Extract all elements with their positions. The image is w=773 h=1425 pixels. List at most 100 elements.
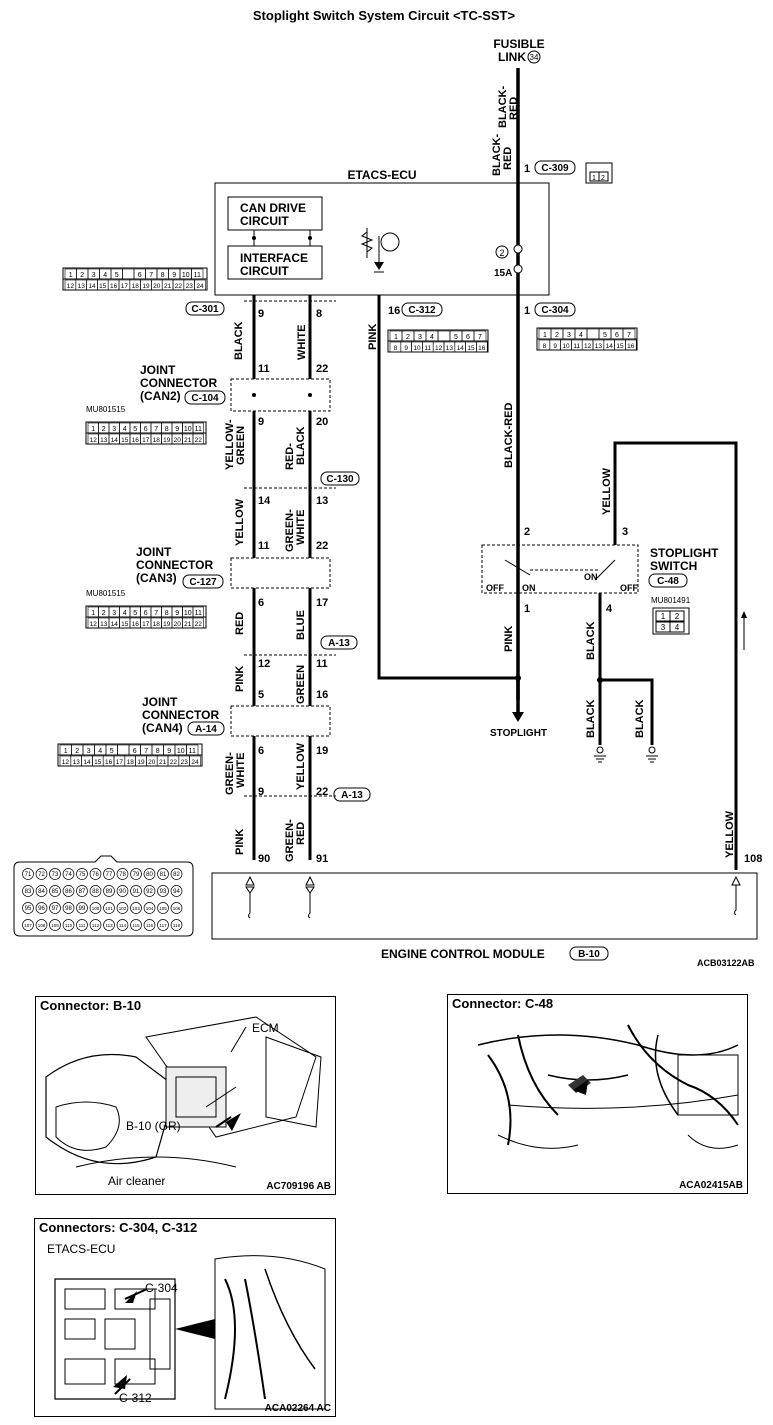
connector-pin-label: 6 <box>615 332 619 339</box>
joint-can2-label-2: CONNECTOR <box>140 376 217 390</box>
b10-pin-cell <box>76 919 88 931</box>
stoplight-label: STOPLIGHT <box>490 728 547 739</box>
c309-pin-1: 1 <box>592 175 596 182</box>
b10-pin-label: 94 <box>173 889 180 895</box>
connector-pin-label: 21 <box>184 437 192 444</box>
connector-pin-cell <box>622 328 636 340</box>
pin-9-b: 9 <box>258 416 264 428</box>
photo-c48-code: ACA02415AB <box>679 1180 743 1191</box>
interface-label: INTERFACE <box>240 251 308 265</box>
stoplight-switch-label: STOPLIGHT <box>650 546 719 560</box>
b10-pin-cell <box>157 902 169 914</box>
b10-pin-cell <box>157 885 169 897</box>
wire-label-red-c: RED <box>295 822 307 845</box>
connector-pin-label: 8 <box>156 748 160 755</box>
b10-pin-label: 77 <box>106 872 113 878</box>
connector-pin-label: 22 <box>170 759 178 766</box>
wire-label-green-white-b: GREEN- <box>224 752 236 795</box>
photo-c304-title: Connectors: C-304, C-312 <box>39 1220 198 1235</box>
b10-pin-label: 108 <box>38 923 46 928</box>
b10-tag-text: B-10 <box>578 949 600 960</box>
connector-pin-label: 13 <box>100 437 108 444</box>
fuse-number-circle <box>495 245 509 259</box>
b10-pin-label: 84 <box>38 889 45 895</box>
b10-pin-cell <box>143 885 156 897</box>
b10-pin-cell <box>116 902 129 914</box>
photo-b10-air-cleaner: Air cleaner <box>108 1174 166 1188</box>
connector-pin-label: 13 <box>73 759 81 766</box>
b10-pin-label: 92 <box>146 889 153 895</box>
b10-pin-cell <box>116 919 129 931</box>
b10-pin-cell <box>116 885 129 897</box>
connector-pin-label: 4 <box>123 426 127 433</box>
photo-c304-callout: C-304 <box>145 1281 178 1295</box>
pin-6-b: 6 <box>258 745 264 757</box>
wire-label-black-red-2: BLACK- <box>491 134 503 176</box>
connector-pin-label: 9 <box>167 748 171 755</box>
connector-pin-label: 2 <box>102 610 106 617</box>
connector-pin-label: 15 <box>99 283 107 290</box>
pin-91: 91 <box>316 853 328 865</box>
connector-pin-label: 3 <box>92 272 96 279</box>
pin-9-c: 9 <box>258 786 264 798</box>
connector-pin-label: 8 <box>161 272 165 279</box>
connector-pin-label: 20 <box>148 759 156 766</box>
connector-pin-label: 13 <box>100 621 108 628</box>
b10-pin-label: 91 <box>133 889 140 895</box>
connector-pin-label: 13 <box>595 343 603 350</box>
c309-cell <box>598 171 609 182</box>
joint-can2-label: JOINT <box>140 363 176 377</box>
fusible-link-number-circle <box>527 50 541 64</box>
wire-label-yellow-c: YELLOW <box>601 467 613 515</box>
joint-can4-label-3: (CAN4) <box>142 721 183 735</box>
b10-pin-label: 117 <box>159 923 167 928</box>
connector-pin-label: 1 <box>64 748 68 755</box>
b10-pin-label: 71 <box>25 872 32 878</box>
stoplight-switch-box <box>481 544 639 594</box>
connector-pin-label: 19 <box>163 437 171 444</box>
stoplight-switch-label-2: SWITCH <box>650 559 697 573</box>
ecm-label: ENGINE CONTROL MODULE <box>381 947 545 961</box>
connector-pin-label: 16 <box>627 343 635 350</box>
b10-pin-label: 109 <box>51 923 59 928</box>
pin-5: 5 <box>258 689 264 701</box>
a14-tag-text: A-14 <box>195 724 217 735</box>
connector-pin-label: 1 <box>91 610 95 617</box>
pin-1-c304: 1 <box>524 305 530 317</box>
b10-pin-label: 98 <box>65 906 72 912</box>
joint-can3-label-2: CONNECTOR <box>136 558 213 572</box>
photo-connectors-c304-c312: Connectors: C-304, C-312 ETACS-ECU C-304… <box>34 1218 336 1417</box>
pin-14: 14 <box>258 495 271 507</box>
connector-pin-cell <box>586 328 600 340</box>
b10-pin-cell <box>62 868 75 880</box>
b10-pin-cell <box>35 919 48 931</box>
b10-pin-label: 112 <box>92 923 100 928</box>
connector-pin-label: 23 <box>186 283 194 290</box>
b10-pin-label: 72 <box>38 872 45 878</box>
connector-pin-label: 8 <box>543 343 547 350</box>
connector-pin-label: 5 <box>133 426 137 433</box>
connector-pin-label: 10 <box>177 748 185 755</box>
pin-17: 17 <box>316 597 328 609</box>
fusible-link-label-2: LINK <box>498 50 526 64</box>
connector-pin-label: 1 <box>91 426 95 433</box>
fusible-link-label: FUSIBLE <box>493 37 544 51</box>
connector-pin-label: 15 <box>467 345 475 352</box>
pin-2-switch: 2 <box>524 526 530 538</box>
b10-pin-cell <box>157 919 169 931</box>
connector-pin-label: 14 <box>606 343 614 350</box>
wire-label-yellow: YELLOW <box>234 498 246 546</box>
connector-pin-label: 9 <box>175 426 179 433</box>
connector-pin-label: 24 <box>191 759 199 766</box>
engine-bay-illustration <box>45 1016 322 1168</box>
wire-label-black-red-3: BLACK-RED <box>503 403 515 468</box>
wire-label-black: BLACK <box>233 321 245 360</box>
diagram-title: Stoplight Switch System Circuit <TC-SST> <box>253 8 516 23</box>
connector-pin-label: 19 <box>163 621 171 628</box>
connector-pin-label: 9 <box>175 610 179 617</box>
joint-can4-label: JOINT <box>142 695 178 709</box>
connector-pin-label: 10 <box>413 345 421 352</box>
c304-tag <box>534 302 576 317</box>
connector-pin-label: 3 <box>112 426 116 433</box>
b10-pin-cell <box>62 885 75 897</box>
